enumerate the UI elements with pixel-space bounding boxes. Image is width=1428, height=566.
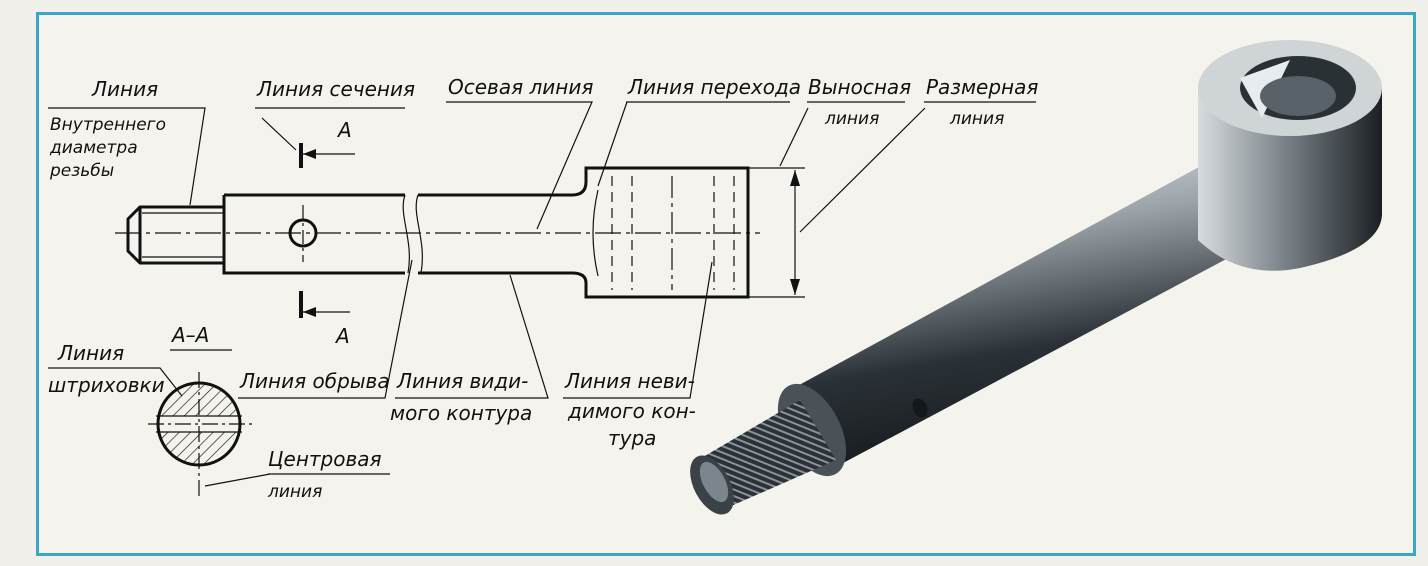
- leader-transition: [597, 101, 790, 187]
- leader-dimension: [799, 101, 1036, 233]
- label-thread-1: Линия: [91, 77, 158, 101]
- label-extension-2: линия: [824, 109, 879, 129]
- label-center-1: Центровая: [268, 447, 382, 471]
- label-dimension-1: Размерная: [926, 75, 1038, 99]
- leader-extension: [779, 101, 905, 167]
- thread-end-outline: [126, 205, 224, 265]
- bore-inner: [1260, 76, 1336, 116]
- label-axis-line: Осевая линия: [448, 75, 593, 99]
- thread-chamfer: [699, 461, 729, 503]
- leader-visible: [395, 274, 549, 399]
- transition-arc: [592, 189, 599, 277]
- label-thread-3: диаметра: [49, 138, 138, 158]
- head-cylinder: [1198, 88, 1382, 271]
- leader-center: [204, 473, 390, 487]
- label-visible-1: Линия види-: [396, 369, 528, 393]
- cross-hole-3d: [912, 398, 928, 418]
- label-extension-1: Выносная: [808, 75, 911, 99]
- label-center-2: линия: [267, 482, 322, 502]
- label-hatch-2: штриховки: [48, 373, 165, 397]
- label-dimension-2: линия: [949, 109, 1004, 129]
- thread-3d: [698, 400, 836, 510]
- shaft-body: [790, 150, 1277, 470]
- leader-hatch: [48, 367, 183, 397]
- leader-section: [255, 107, 405, 151]
- break-line-left: [402, 194, 410, 274]
- label-section-title: A–A: [170, 323, 209, 347]
- shaft-left-outline: [222, 193, 405, 275]
- break-line-right: [415, 194, 423, 274]
- label-hidden-3: тура: [608, 426, 656, 450]
- shaft-3d-render: [690, 40, 1382, 515]
- label-hidden-2: димого кон-: [567, 399, 696, 423]
- leader-break: [238, 259, 413, 399]
- label-hatch-1: Линия: [57, 341, 124, 365]
- shaft-drawing: [115, 143, 805, 318]
- arrowhead: [303, 149, 316, 159]
- label-thread-4: резьбы: [49, 161, 114, 181]
- label-section-a-top: A: [336, 118, 352, 142]
- leader-axis: [446, 101, 593, 230]
- arrowhead: [303, 307, 316, 317]
- label-hidden-1: Линия неви-: [564, 369, 695, 393]
- label-transition-line: Линия перехода: [627, 75, 801, 99]
- section-view: [148, 349, 252, 500]
- leader-lines: [48, 101, 1036, 487]
- leader-hidden: [563, 261, 713, 399]
- leader-thread: [48, 107, 206, 206]
- label-thread-2: Внутреннего: [50, 115, 166, 135]
- label-break-line: Линия обрыва: [239, 369, 390, 393]
- label-section-a-bottom: A: [334, 324, 350, 348]
- arrowhead: [790, 170, 800, 186]
- label-visible-2: мого контура: [390, 401, 532, 425]
- label-section-line: Линия сечения: [256, 77, 415, 101]
- arrowhead: [790, 279, 800, 295]
